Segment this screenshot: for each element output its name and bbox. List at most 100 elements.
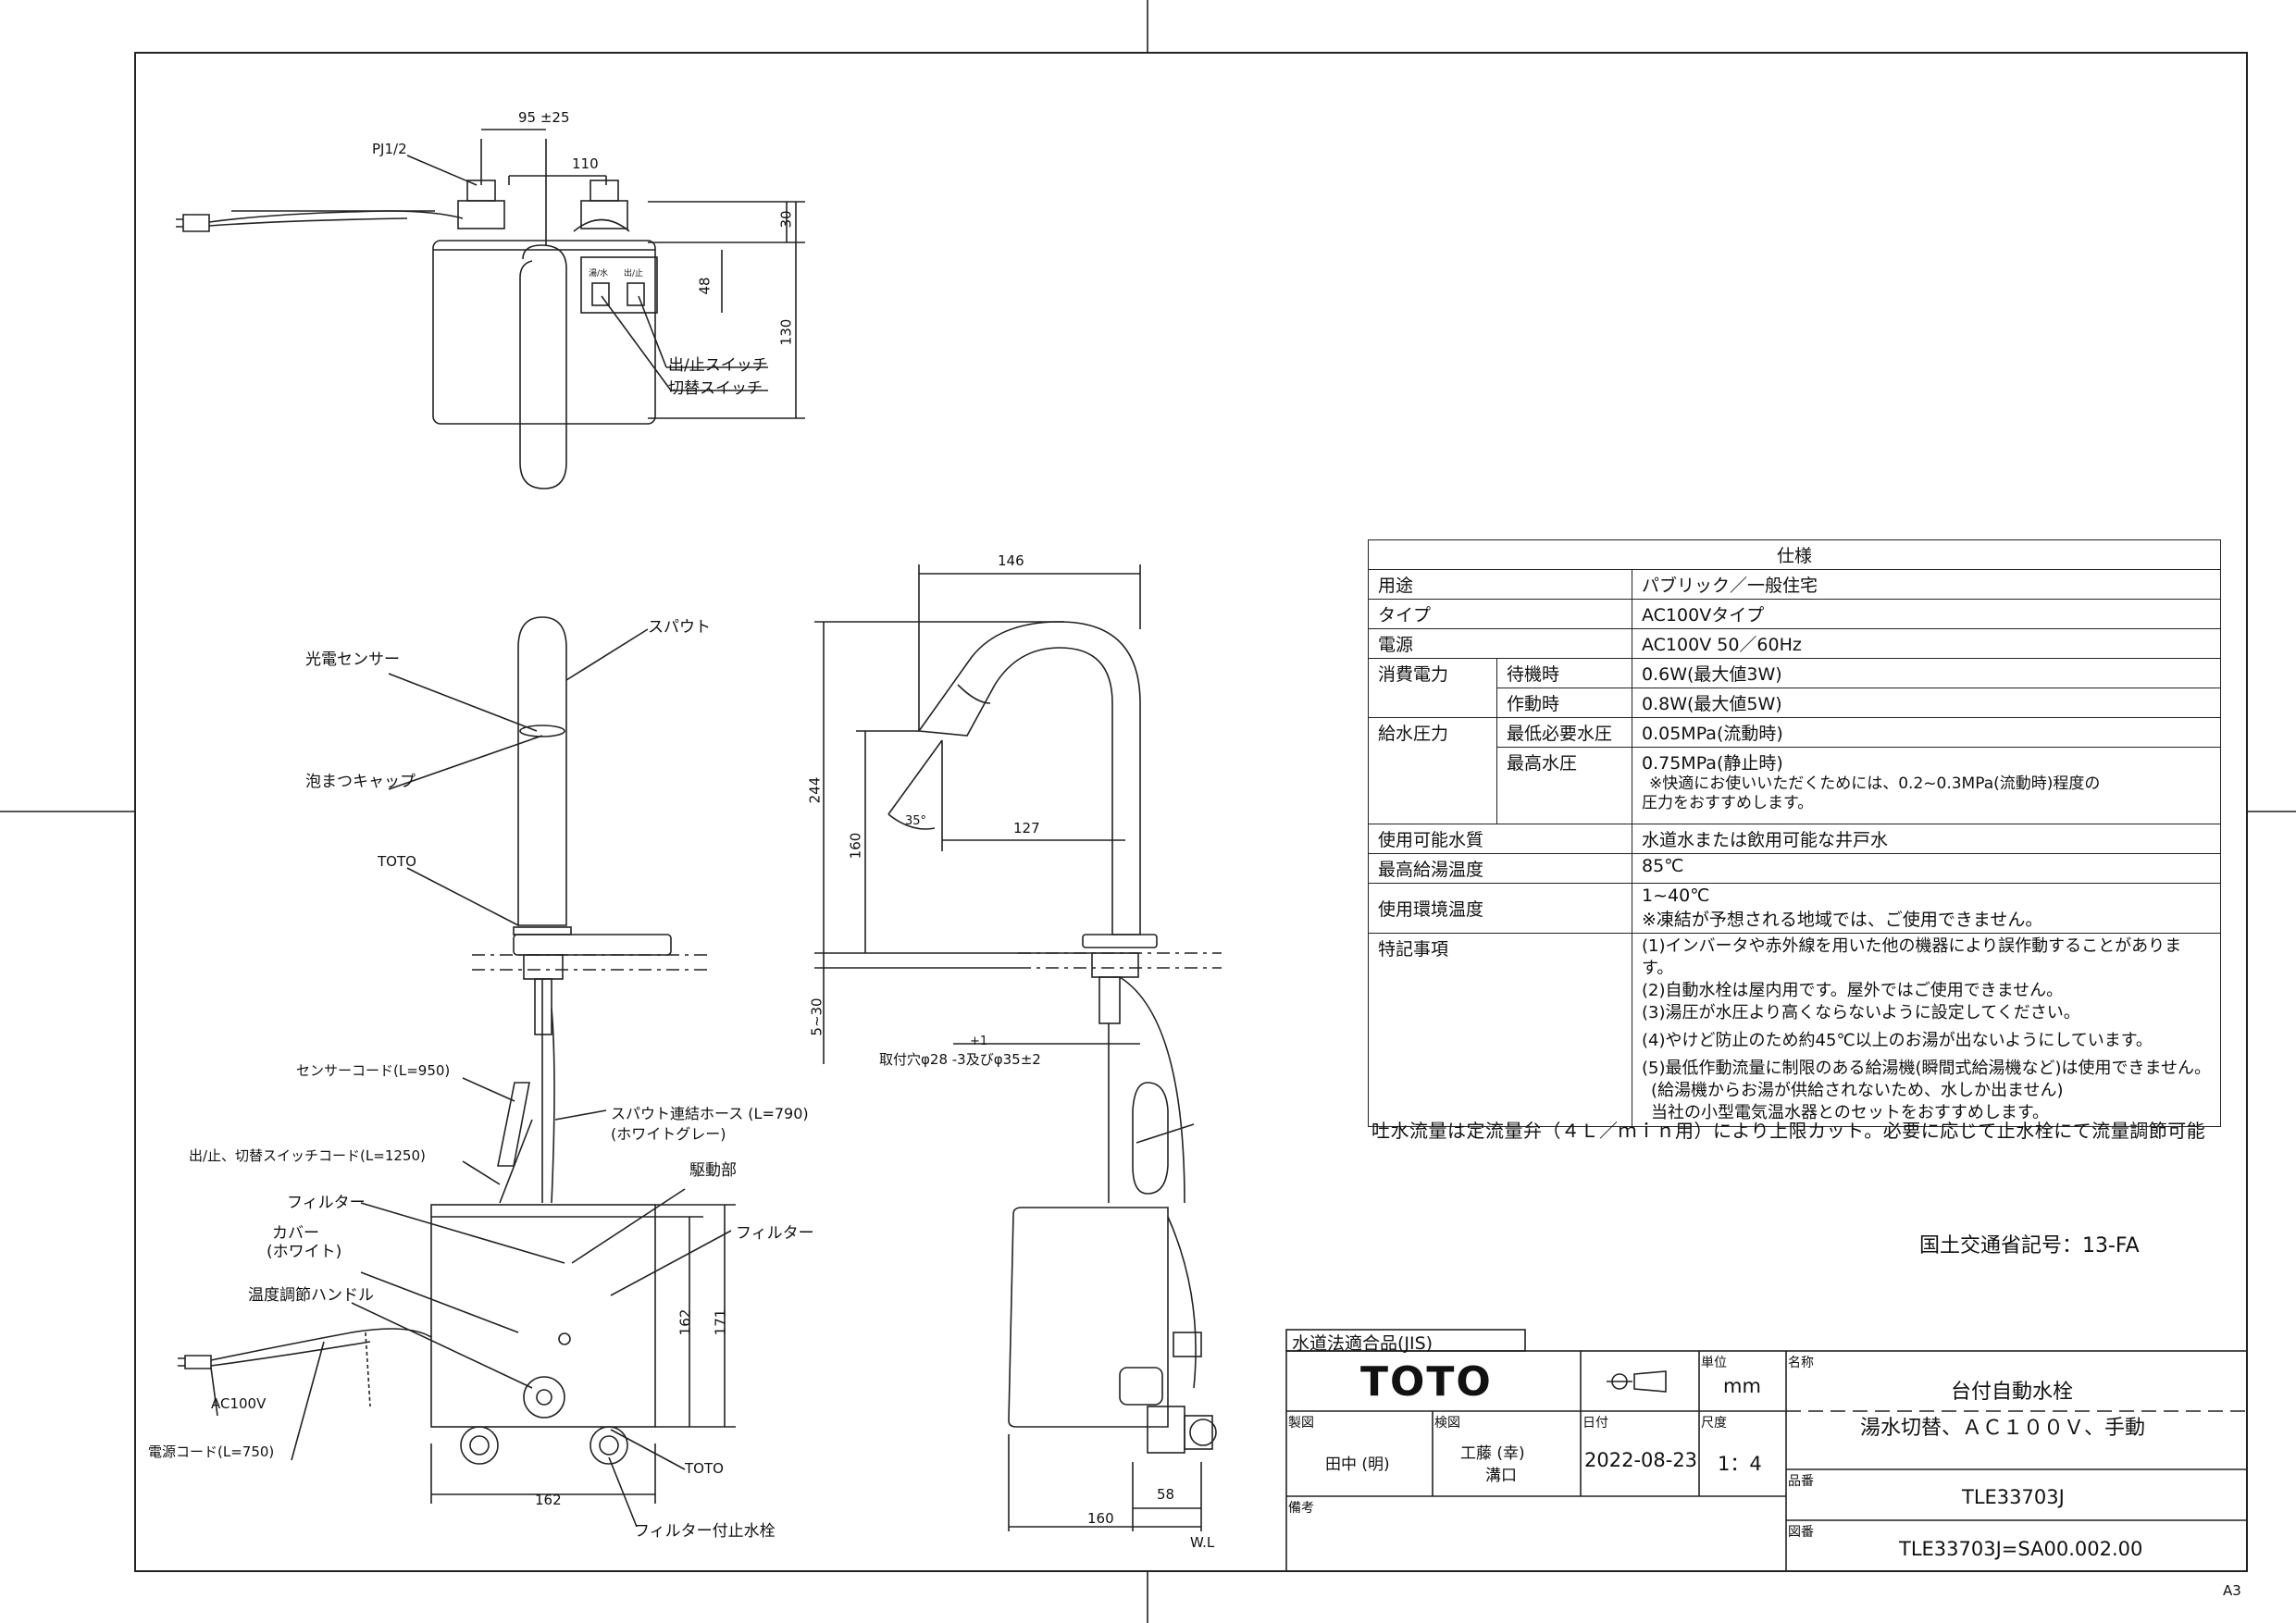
spec-max-pressure-cell: 0.75MPa(静止時) ※快適にお使いいただくためには、0.2~0.3MPa(… xyxy=(1632,747,2221,824)
dim-162-height: 162 xyxy=(676,1308,694,1336)
check-label: 検図 xyxy=(1434,1416,1460,1431)
dim-5-30: 5~30 xyxy=(808,997,825,1036)
top-view-drawing: 湯/水 出/止 xyxy=(176,129,805,489)
spec-note-5: (5)最低作動流量に制限のある給湯機(瞬間式給湯機など)は使用できません。 xyxy=(1642,1059,2211,1078)
svg-text:出/止: 出/止 xyxy=(624,267,643,279)
label-sensor: 光電センサー xyxy=(305,650,400,669)
spec-max-pressure-note-2: 圧力をおすすめします。 xyxy=(1642,794,1814,812)
spec-min-pressure-key: 最低必要水圧 xyxy=(1496,717,1632,748)
label-spout: スパウト xyxy=(648,618,711,637)
hole-tolerance: +1 xyxy=(970,1035,988,1048)
date-label: 日付 xyxy=(1582,1416,1608,1431)
spec-consumption-key: 消費電力 xyxy=(1368,658,1497,718)
dim-244: 244 xyxy=(806,776,824,804)
label-cover: カバー xyxy=(272,1224,319,1243)
dim-130: 130 xyxy=(777,318,795,346)
toto-logo: TOTO xyxy=(1360,1358,1493,1406)
label-temp-handle: 温度調節ハンドル xyxy=(248,1286,374,1305)
label-toto-bottom: TOTO xyxy=(685,1460,724,1477)
spec-env-note: ※凍結が予想される地域では、ご使用できません。 xyxy=(1642,910,2043,930)
spec-operate-value: 0.8W(最大値5W) xyxy=(1632,688,2221,718)
flow-note: 吐水流量は定流量弁（４Ｌ／ｍｉｎ用）により上限カット。必要に応じて止水栓にて流量… xyxy=(1371,1120,2206,1142)
dim-162-width: 162 xyxy=(535,1492,562,1508)
label-wl: W.L xyxy=(1190,1534,1215,1551)
title-block-frame xyxy=(1285,1329,2248,1572)
spec-note-7: 当社の小型電気温水器とのセットをおすすめします。 xyxy=(1651,1103,2050,1122)
spec-hot-key: 最高給湯温度 xyxy=(1368,853,1632,884)
label-ac100v: AC100V xyxy=(211,1395,267,1412)
spec-max-pressure-note-1: ※快適にお使いいただくためには、0.2~0.3MPa(流動時)程度の xyxy=(1649,774,2101,793)
label-aerator: 泡まつキャップ xyxy=(305,773,416,791)
unit-value: mm xyxy=(1723,1375,1761,1397)
dim-angle: 35° xyxy=(905,814,927,828)
label-filter-right: フィルター xyxy=(736,1224,814,1243)
product-subname: 湯水切替、ＡＣ１００Ｖ、手動 xyxy=(1860,1417,2146,1440)
dim-160-width: 160 xyxy=(1087,1510,1114,1527)
date-value: 2022-08-23 xyxy=(1584,1449,1698,1471)
dim-30: 30 xyxy=(777,210,795,229)
check-value-1: 工藤 (幸) xyxy=(1460,1444,1525,1463)
dim-160-height: 160 xyxy=(847,832,864,860)
spec-standby-key: 待機時 xyxy=(1496,658,1632,688)
dim-127: 127 xyxy=(1013,820,1040,836)
label-filter-left: フィルター xyxy=(287,1194,366,1212)
dim-95: 95 ±25 xyxy=(518,109,570,126)
spec-note-4: (4)やけど防止のため約45℃以上のお湯が出ないようにしています。 xyxy=(1642,1031,2153,1050)
spec-note-3: (3)湯圧が水圧より高くならないように設定してください。 xyxy=(1642,1003,2080,1022)
drawn-label: 製図 xyxy=(1288,1416,1314,1431)
jis-label: 水道法適合品(JIS) xyxy=(1292,1333,1433,1354)
spec-env-cell: 1~40℃ ※凍結が予想される地域では、ご使用できません。 xyxy=(1632,883,2221,934)
spec-operate-key: 作動時 xyxy=(1496,688,1632,718)
spec-usage-key: 用途 xyxy=(1368,569,1632,600)
mlit-code: 国土交通省記号：13-FA xyxy=(1919,1234,2140,1258)
spec-type-value: AC100Vタイプ xyxy=(1632,599,2221,629)
spec-max-pressure-value: 0.75MPa(静止時) xyxy=(1642,753,1783,774)
spec-water-value: 水道水または飲用可能な井戸水 xyxy=(1632,824,2221,854)
spec-env-value: 1~40℃ xyxy=(1642,886,1710,906)
spec-header: 仕様 xyxy=(1368,539,2221,570)
spec-notes-key: 特記事項 xyxy=(1368,933,1632,1127)
spec-power-key: 電源 xyxy=(1368,628,1632,659)
label-drive: 駆動部 xyxy=(689,1161,737,1180)
spec-note-1: (1)インバータや赤外線を用いた他の機器により誤作動することがあります。 xyxy=(1642,936,2182,978)
label-cover-color: (ホワイト) xyxy=(267,1243,342,1261)
svg-text:湯/水: 湯/水 xyxy=(589,267,608,279)
check-value-2: 溝口 xyxy=(1485,1467,1517,1485)
label-pj: PJ1/2 xyxy=(372,141,407,157)
label-switch-onoff: 出/止スイッチ xyxy=(668,356,768,375)
spec-note-2: (2)自動水栓は屋内用です。屋外ではご使用できません。 xyxy=(1642,981,2064,1000)
spec-standby-value: 0.6W(最大値3W) xyxy=(1632,658,2221,688)
spec-power-value: AC100V 50／60Hz xyxy=(1632,628,2221,659)
dim-48: 48 xyxy=(696,277,714,295)
spec-water-key: 使用可能水質 xyxy=(1368,824,1632,854)
unit-label: 単位 xyxy=(1701,1356,1727,1370)
dim-146: 146 xyxy=(998,552,1024,569)
label-sensor-cord: センサーコード(L=950) xyxy=(296,1062,451,1079)
spec-hot-value: 85℃ xyxy=(1632,853,2221,884)
dim-171: 171 xyxy=(712,1308,729,1336)
spec-env-key: 使用環境温度 xyxy=(1368,883,1632,934)
label-hose: スパウト連結ホース (L=790) xyxy=(611,1105,809,1122)
sheet-size: A3 xyxy=(2223,1582,2241,1599)
dim-58: 58 xyxy=(1157,1486,1175,1503)
spec-pressure-key: 給水圧力 xyxy=(1368,717,1497,824)
spec-note-6: (給湯機からお湯が供給されないため、水しか出ません) xyxy=(1651,1081,2064,1100)
dim-110: 110 xyxy=(572,155,599,172)
drawn-value: 田中 (明) xyxy=(1325,1456,1390,1474)
drawno-value: TLE33703J=SA00.002.00 xyxy=(1899,1538,2143,1560)
spec-min-pressure-value: 0.05MPa(流動時) xyxy=(1632,717,2221,748)
scale-value: 1：4 xyxy=(1718,1453,1762,1475)
label-switch-change: 切替スイッチ xyxy=(668,379,763,398)
front-view-drawing xyxy=(178,616,736,1528)
name-label: 名称 xyxy=(1788,1356,1814,1370)
spec-type-key: タイプ xyxy=(1368,599,1632,629)
drawno-label: 図番 xyxy=(1788,1525,1814,1540)
partno-value: TLE33703J xyxy=(1962,1486,2065,1508)
label-switch-cord: 出/止、切替スイッチコード(L=1250) xyxy=(189,1147,426,1164)
side-view-drawing xyxy=(814,564,1222,1531)
label-valve: フィルター付止水栓 xyxy=(634,1522,776,1541)
label-hose-color: (ホワイトグレー) xyxy=(611,1125,726,1143)
spec-notes-cell: (1)インバータや赤外線を用いた他の機器により誤作動することがあります。 (2)… xyxy=(1632,933,2221,1127)
product-name: 台付自動水栓 xyxy=(1951,1381,2074,1404)
